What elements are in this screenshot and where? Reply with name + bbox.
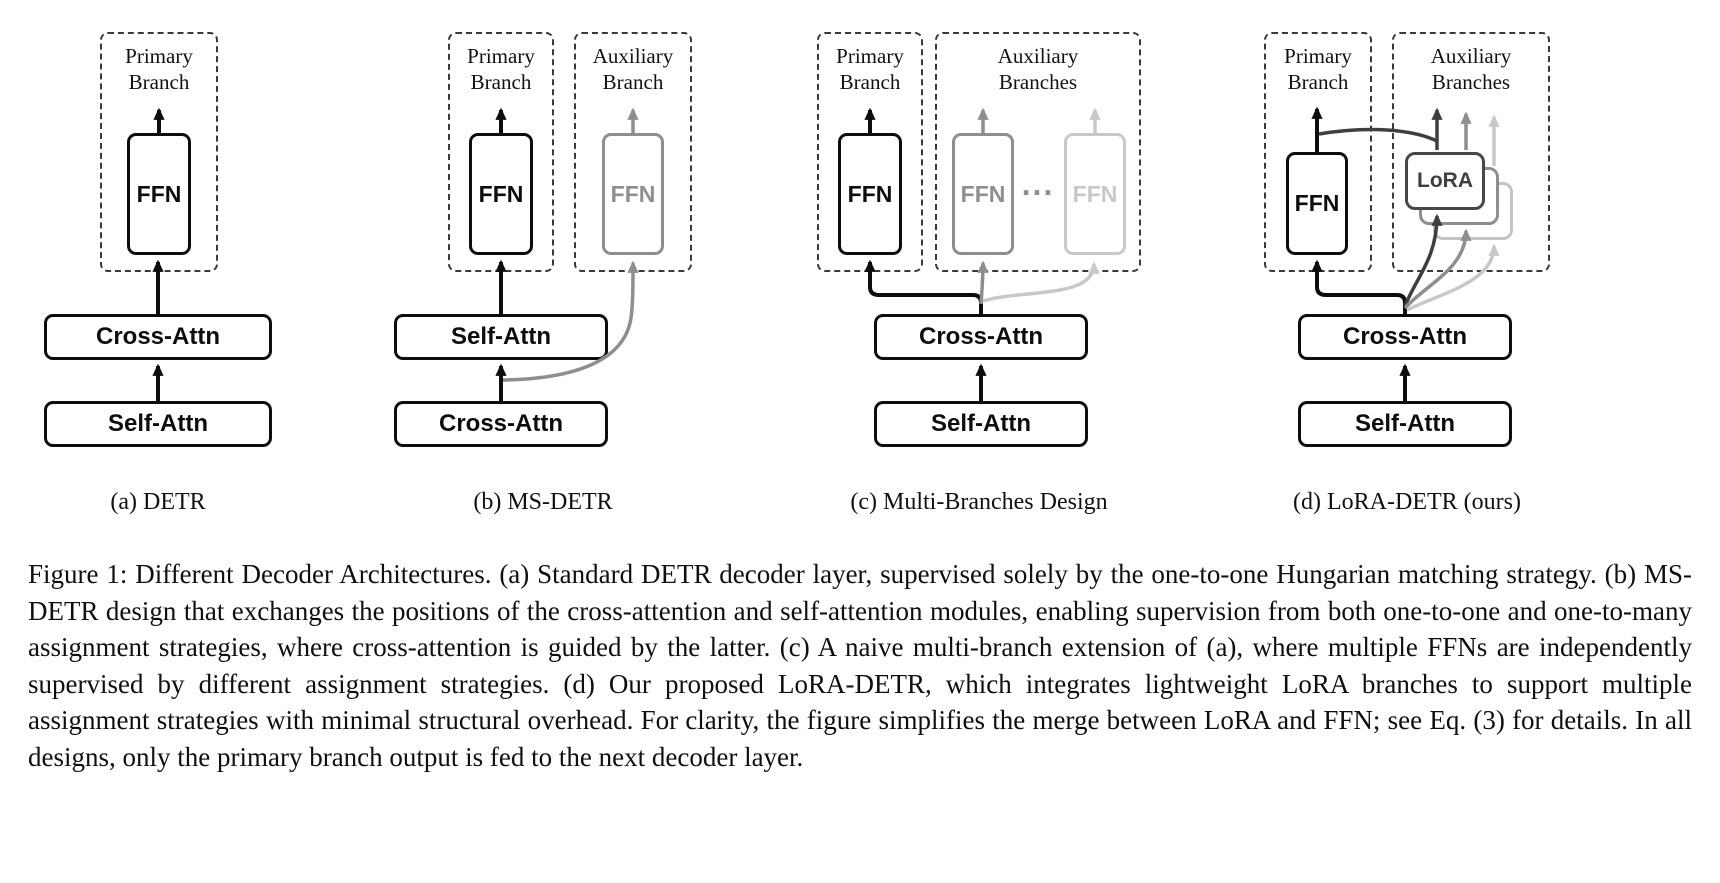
ffn-block: FFN — [1286, 152, 1348, 255]
ffn-label: FFN — [1072, 180, 1118, 207]
ffn-primary-block: FFN — [838, 133, 902, 255]
ffn-label: FFN — [136, 180, 182, 207]
panel-caption-a: (a) DETR — [110, 489, 206, 515]
primary-branch-label: Primary Branch — [125, 44, 193, 94]
primary-branch-group: Primary Branch — [448, 32, 554, 272]
cross-attn-label: Cross-Attn — [439, 410, 563, 437]
ffn-label: FFN — [610, 180, 656, 207]
panel-b-ms-detr: Primary Branch Auxiliary Branch FFN FFN … — [330, 0, 770, 530]
self-attn-label: Self-Attn — [931, 410, 1031, 437]
ffn-label: FFN — [478, 180, 524, 207]
ffn-block: FFN — [127, 133, 191, 255]
self-attn-label: Self-Attn — [1355, 410, 1455, 437]
ellipsis: ... — [1021, 165, 1055, 202]
ffn-label: FFN — [1294, 190, 1340, 216]
cross-attn-label: Cross-Attn — [96, 323, 220, 350]
cross-attn-label: Cross-Attn — [919, 323, 1043, 350]
self-attn-block: Self-Attn — [874, 401, 1088, 447]
ffn-primary-block: FFN — [469, 133, 533, 255]
lora-label: LoRA — [1417, 169, 1473, 192]
auxiliary-branches-label: Auxiliary Branches — [997, 44, 1079, 94]
ffn-aux2-block: FFN — [1064, 133, 1126, 255]
self-attn-block: Self-Attn — [394, 314, 608, 360]
primary-branch-label: Primary Branch — [467, 44, 535, 94]
auxiliary-branch-label: Auxiliary Branch — [592, 44, 674, 94]
self-attn-block: Self-Attn — [44, 401, 272, 447]
cross-attn-label: Cross-Attn — [1343, 323, 1467, 350]
ffn-aux1-block: FFN — [952, 133, 1014, 255]
panel-a-detr: Primary Branch FFN Cross-Attn Self-Attn — [0, 0, 330, 530]
panel-caption-c: (c) Multi-Branches Design — [850, 489, 1108, 515]
panel-c-multi-branches: Primary Branch Auxiliary Branches FFN FF… — [770, 0, 1190, 530]
ffn-label: FFN — [960, 180, 1006, 207]
ffn-auxiliary-block: FFN — [602, 133, 664, 255]
cross-attn-block: Cross-Attn — [44, 314, 272, 360]
ffn-label: FFN — [847, 180, 893, 207]
panel-caption-b: (b) MS-DETR — [473, 489, 613, 515]
cross-attn-block: Cross-Attn — [1298, 314, 1512, 360]
panel-d-lora-detr: Primary Branch Auxiliary Branches FFN Lo… — [1230, 0, 1590, 530]
self-attn-label: Self-Attn — [451, 323, 551, 350]
figure-caption: Figure 1: Different Decoder Architecture… — [28, 559, 1692, 772]
self-attn-label: Self-Attn — [108, 410, 208, 437]
primary-branch-label: Primary Branch — [836, 44, 904, 94]
auxiliary-branches-label: Auxiliary Branches — [1430, 44, 1512, 94]
cross-attn-block: Cross-Attn — [874, 314, 1088, 360]
self-attn-block: Self-Attn — [1298, 401, 1512, 447]
lora-block: LoRA — [1405, 152, 1485, 210]
primary-branch-label: Primary Branch — [1284, 44, 1352, 94]
cross-attn-block: Cross-Attn — [394, 401, 608, 447]
panel-caption-d: (d) LoRA-DETR (ours) — [1293, 489, 1521, 515]
